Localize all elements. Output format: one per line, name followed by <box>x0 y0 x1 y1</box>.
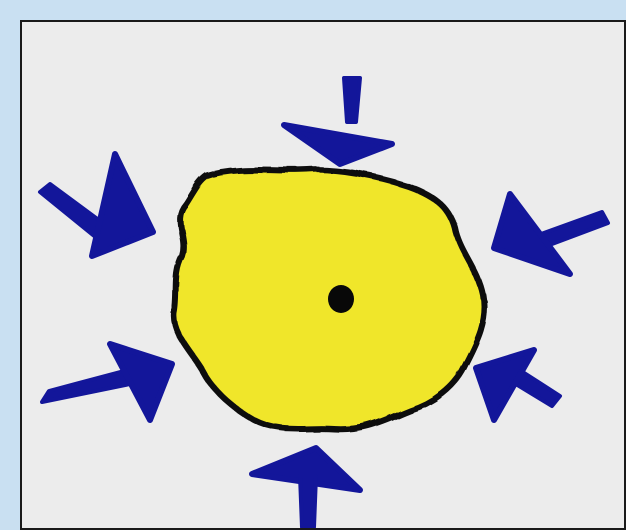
center-dot <box>328 285 354 313</box>
arrow-upper-left-icon <box>40 154 153 256</box>
arrow-lower-left-icon <box>42 344 172 420</box>
arrow-bottom-icon <box>252 448 360 527</box>
arrow-lower-right-icon <box>476 350 560 420</box>
drawing-paper <box>20 20 626 530</box>
arrow-top-icon <box>284 78 392 164</box>
arrow-upper-right-icon <box>494 194 608 274</box>
compression-diagram <box>22 22 626 530</box>
